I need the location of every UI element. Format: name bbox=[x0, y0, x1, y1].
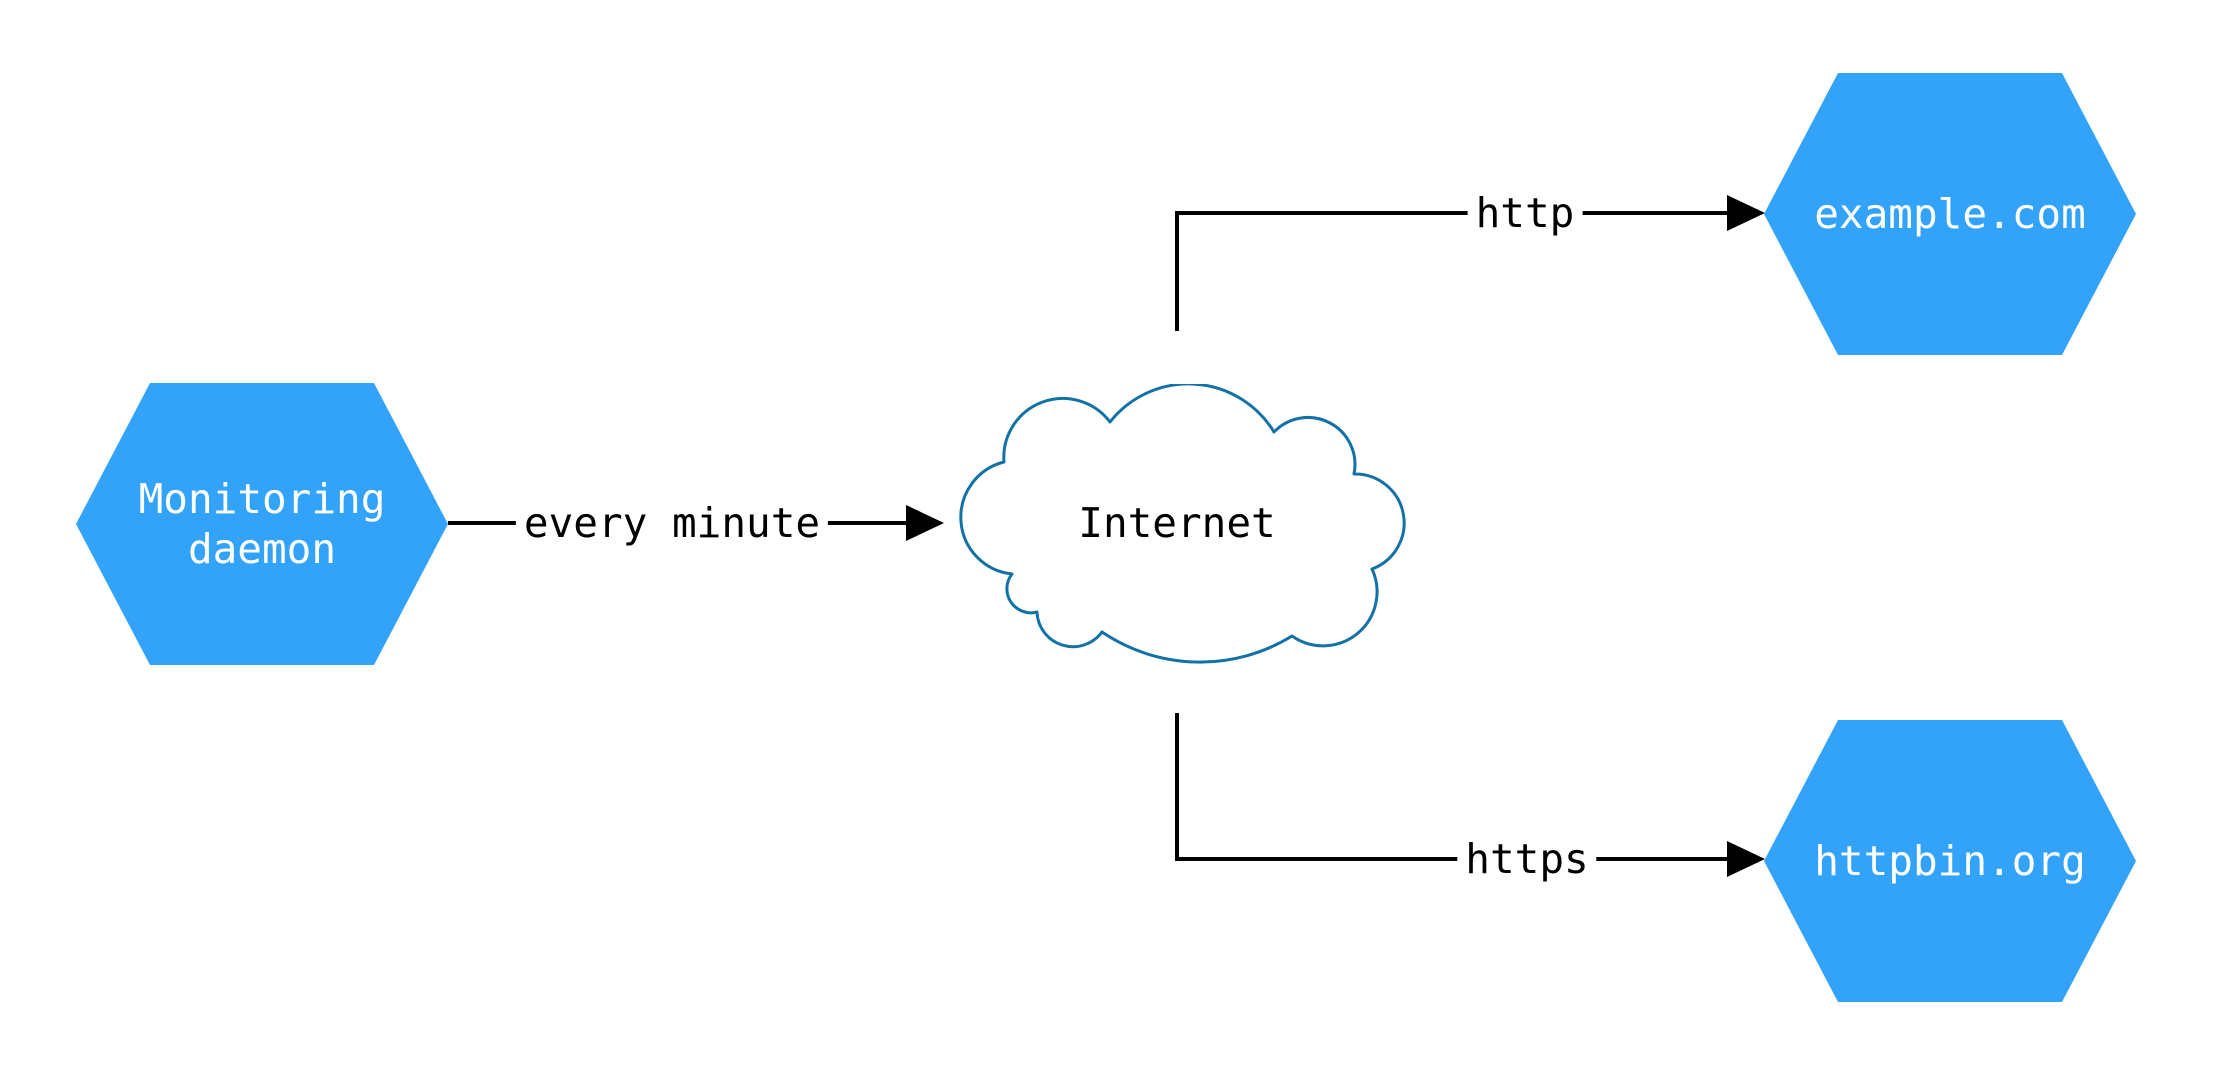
edge-http-vertical-line bbox=[1175, 211, 1179, 331]
node-monitoring-daemon-label: Monitoring daemon bbox=[139, 474, 386, 574]
node-example-com-label: example.com bbox=[1814, 190, 2086, 238]
node-internet-label: Internet bbox=[1078, 499, 1276, 547]
node-httpbin-org-label: httpbin.org bbox=[1814, 837, 2086, 885]
edge-http-horizontal-line bbox=[1175, 211, 1729, 215]
edge-https-vertical-line bbox=[1175, 713, 1179, 861]
node-monitoring-daemon: Monitoring daemon bbox=[76, 383, 448, 665]
arrowhead-icon bbox=[906, 505, 944, 541]
edge-https-horizontal-line bbox=[1175, 857, 1729, 861]
arrowhead-icon bbox=[1727, 841, 1765, 877]
node-httpbin-org: httpbin.org bbox=[1764, 720, 2136, 1002]
edge-https-label: https bbox=[1457, 835, 1597, 883]
edge-every-minute-label: every minute bbox=[515, 499, 829, 547]
cloud-icon bbox=[959, 382, 1406, 664]
node-monitoring-daemon-label-line2: daemon bbox=[187, 525, 337, 573]
edge-http-label: http bbox=[1467, 189, 1583, 237]
node-monitoring-daemon-label-line1: Monitoring bbox=[138, 475, 386, 523]
arrowhead-icon bbox=[1727, 195, 1765, 231]
node-internet bbox=[942, 382, 1412, 664]
node-example-com: example.com bbox=[1764, 73, 2136, 355]
